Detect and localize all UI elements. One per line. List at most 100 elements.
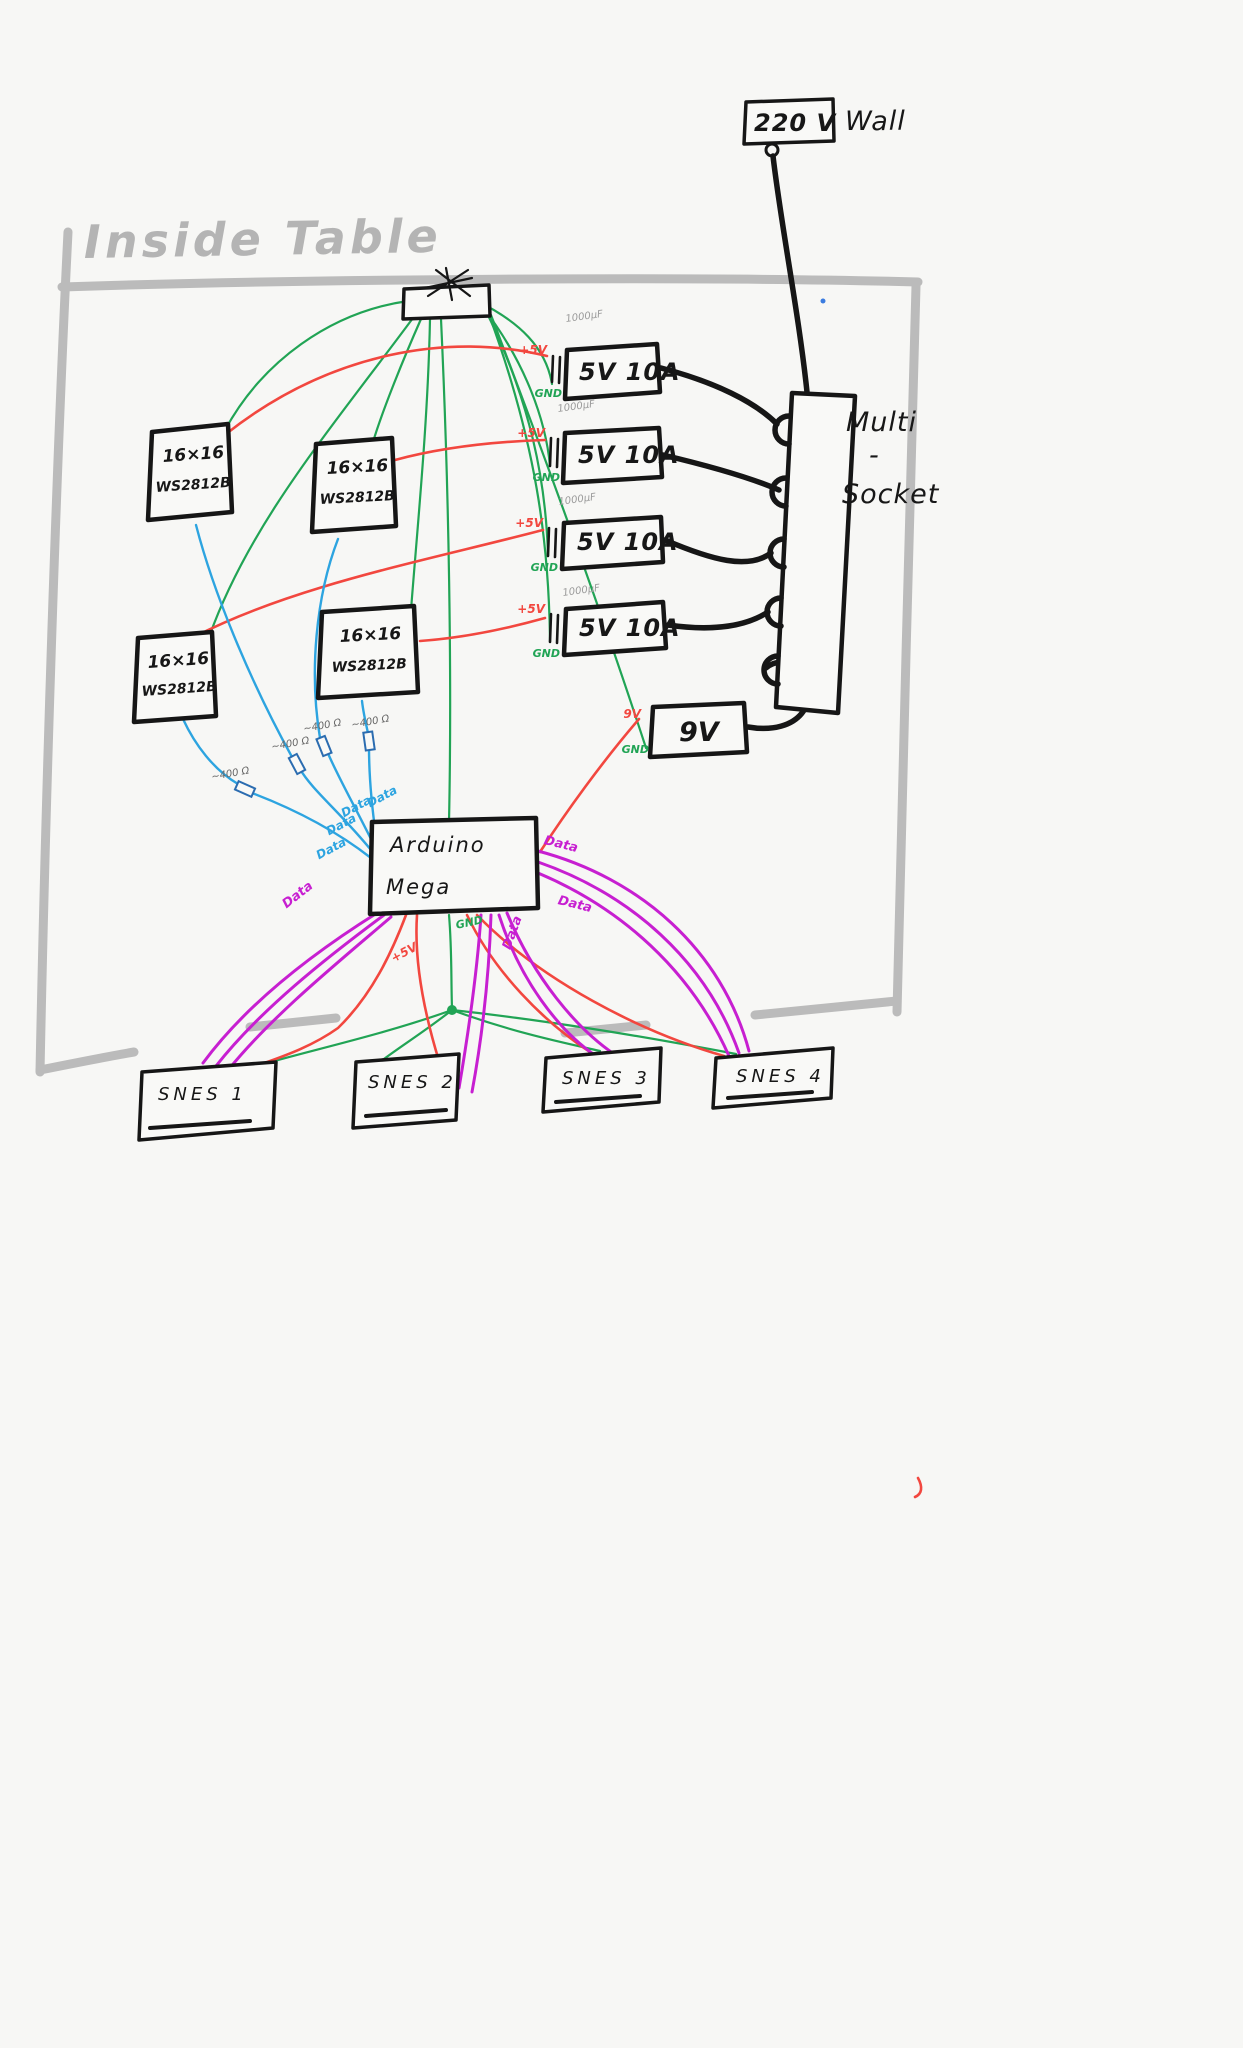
socket-port-2	[769, 475, 789, 509]
led-panel-3-size: 16×16	[147, 649, 210, 673]
psu-4-cap-label: 1000μF	[562, 583, 601, 599]
wire-ctrl-snes1-b	[214, 913, 386, 1068]
ground-bus-box	[401, 283, 492, 321]
psu-2-cap-label: 1000μF	[557, 399, 596, 415]
multi-socket-label-1: Multi	[846, 407, 917, 438]
snes-4: SNES 4	[711, 1046, 835, 1110]
snes-3-label: SNES 3	[562, 1068, 651, 1089]
led-panel-2-size: 16×16	[326, 456, 389, 479]
wire-ctrl-snes3-b	[505, 911, 616, 1056]
led-panel-1-box	[145, 421, 235, 523]
aux-9v-gnd-label: GND	[622, 743, 649, 756]
psu-4-label: 5V 10A	[579, 614, 681, 642]
psu-4-box	[561, 599, 669, 658]
wire-ctrl-snes1-c	[227, 915, 393, 1071]
wire-ctrl-snes4-c	[536, 871, 731, 1058]
frame-bottom-dash-3	[560, 1020, 651, 1038]
capacitor-2b	[555, 437, 560, 469]
resistor-3-label: ~400 Ω	[303, 717, 343, 735]
resistor-4-label: ~400 Ω	[351, 713, 391, 731]
wire-5v-psu2-to-panel2	[393, 438, 547, 462]
led-panel-3-type: WS2812B	[141, 679, 217, 700]
led-panel-3-box	[131, 629, 219, 725]
led-data-label-1: Data	[314, 835, 349, 862]
psu-3-cap-label: 1000μF	[558, 492, 597, 508]
wire-data-arduino-to-res3	[325, 749, 375, 845]
psu-1-cap-label: 1000μF	[565, 309, 604, 325]
led-panel-4-size: 16×16	[339, 624, 402, 647]
bottom-gnd-label: GND	[455, 913, 484, 931]
psu-1-label: 5V 10A	[579, 358, 681, 386]
led-panel-3: 16×16 WS2812B	[131, 629, 219, 725]
wire-ctrl-snes4-b	[536, 860, 741, 1055]
wall-label: Wall	[845, 106, 906, 137]
psu-3-vplus-label: +5V	[515, 516, 544, 530]
table-frame	[35, 227, 923, 1077]
led-panel-1-type: WS2812B	[155, 475, 231, 496]
psu-3-label: 5V 10A	[577, 528, 679, 556]
psu-1-gnd-label: GND	[535, 387, 562, 400]
socket-port-4	[764, 595, 784, 629]
wire-5v-psu3-to-panel3	[190, 528, 545, 640]
arduino-label-2: Mega	[386, 875, 451, 899]
wire-5v-to-snes1	[254, 913, 408, 1068]
wire-ctrl-snes2-a	[457, 913, 483, 1090]
psu-4: 5V 10A 1000μF +5V GND	[517, 583, 681, 660]
psu-2: 5V 10A 1000μF +5V GND	[517, 399, 679, 486]
psu-2-vplus-label: +5V	[517, 426, 546, 440]
socket-port-1	[772, 413, 792, 447]
resistor-1	[233, 779, 257, 799]
wire-gnd-bus-to-panel2	[371, 317, 423, 444]
frame-bottom-dash-2	[245, 1013, 341, 1032]
led-panel-1-size: 16×16	[162, 443, 225, 467]
socket-port-5	[761, 653, 781, 687]
multi-socket-label-2: -	[869, 440, 880, 471]
cord-wall-to-socket	[770, 153, 810, 395]
snes-1-underline	[148, 1119, 252, 1130]
stray-pen-mark	[913, 1476, 923, 1499]
frame-right-edge	[892, 281, 921, 1017]
psu-3: 5V 10A 1000μF +5V GND	[515, 492, 679, 574]
aux-supply-9v: 9V 9V GND	[622, 700, 750, 760]
frame-bottom-dash-1	[35, 1047, 139, 1075]
led-panel-4-type: WS2812B	[331, 656, 407, 676]
ctrl-data-label-1: Data	[280, 879, 316, 912]
cord-psu3-to-socket	[662, 537, 774, 565]
capacitor-3	[546, 526, 551, 558]
page-title: Inside Table	[83, 209, 442, 269]
wire-data-arduino-to-res2	[298, 767, 373, 852]
psu-1: 5V 10A 1000μF +5V GND	[519, 309, 681, 402]
wire-5v-to-snes3	[465, 913, 592, 1054]
wall-outlet: 220 V Wall	[742, 97, 906, 395]
psu-1-box	[562, 341, 663, 402]
cord-psu1-to-socket	[658, 365, 780, 427]
snes-2: SNES 2	[351, 1052, 461, 1130]
wire-gnd-bus-to-arduino	[439, 317, 452, 824]
snes-4-underline	[726, 1090, 814, 1100]
wire-data-res3-to-panel2	[313, 537, 340, 740]
wire-gnd-bus-to-panel4	[409, 317, 432, 612]
controller-data-wires	[201, 849, 751, 1094]
snes-3: SNES 3	[541, 1046, 663, 1114]
wall-voltage-label: 220 V	[754, 109, 837, 137]
wire-gnd-bus-to-panel3	[206, 316, 415, 642]
socket-port-3	[767, 536, 787, 570]
resistor-3	[315, 734, 333, 758]
led-panel-2-type: WS2812B	[319, 488, 395, 508]
wire-ctrl-snes1-a	[201, 911, 379, 1065]
wire-ctrl-snes3-a	[497, 913, 598, 1058]
multi-socket: Multi - Socket	[761, 390, 939, 716]
snes-1: SNES 1	[137, 1060, 278, 1142]
capacitor-1b	[557, 355, 562, 385]
psu-3-gnd-label: GND	[531, 561, 558, 574]
wire-5v-to-snes2	[415, 913, 441, 1063]
wire-9v-to-arduino	[538, 717, 641, 854]
psu-4-gnd-label: GND	[533, 647, 560, 660]
capacitor-3b	[553, 527, 558, 559]
led-panel-2-box	[309, 435, 399, 535]
led-panel-4-box	[315, 603, 421, 701]
capacitor-4	[548, 612, 553, 644]
wire-gnd-to-snes2	[378, 1008, 454, 1064]
wire-data-res2-to-panel1	[194, 523, 294, 759]
